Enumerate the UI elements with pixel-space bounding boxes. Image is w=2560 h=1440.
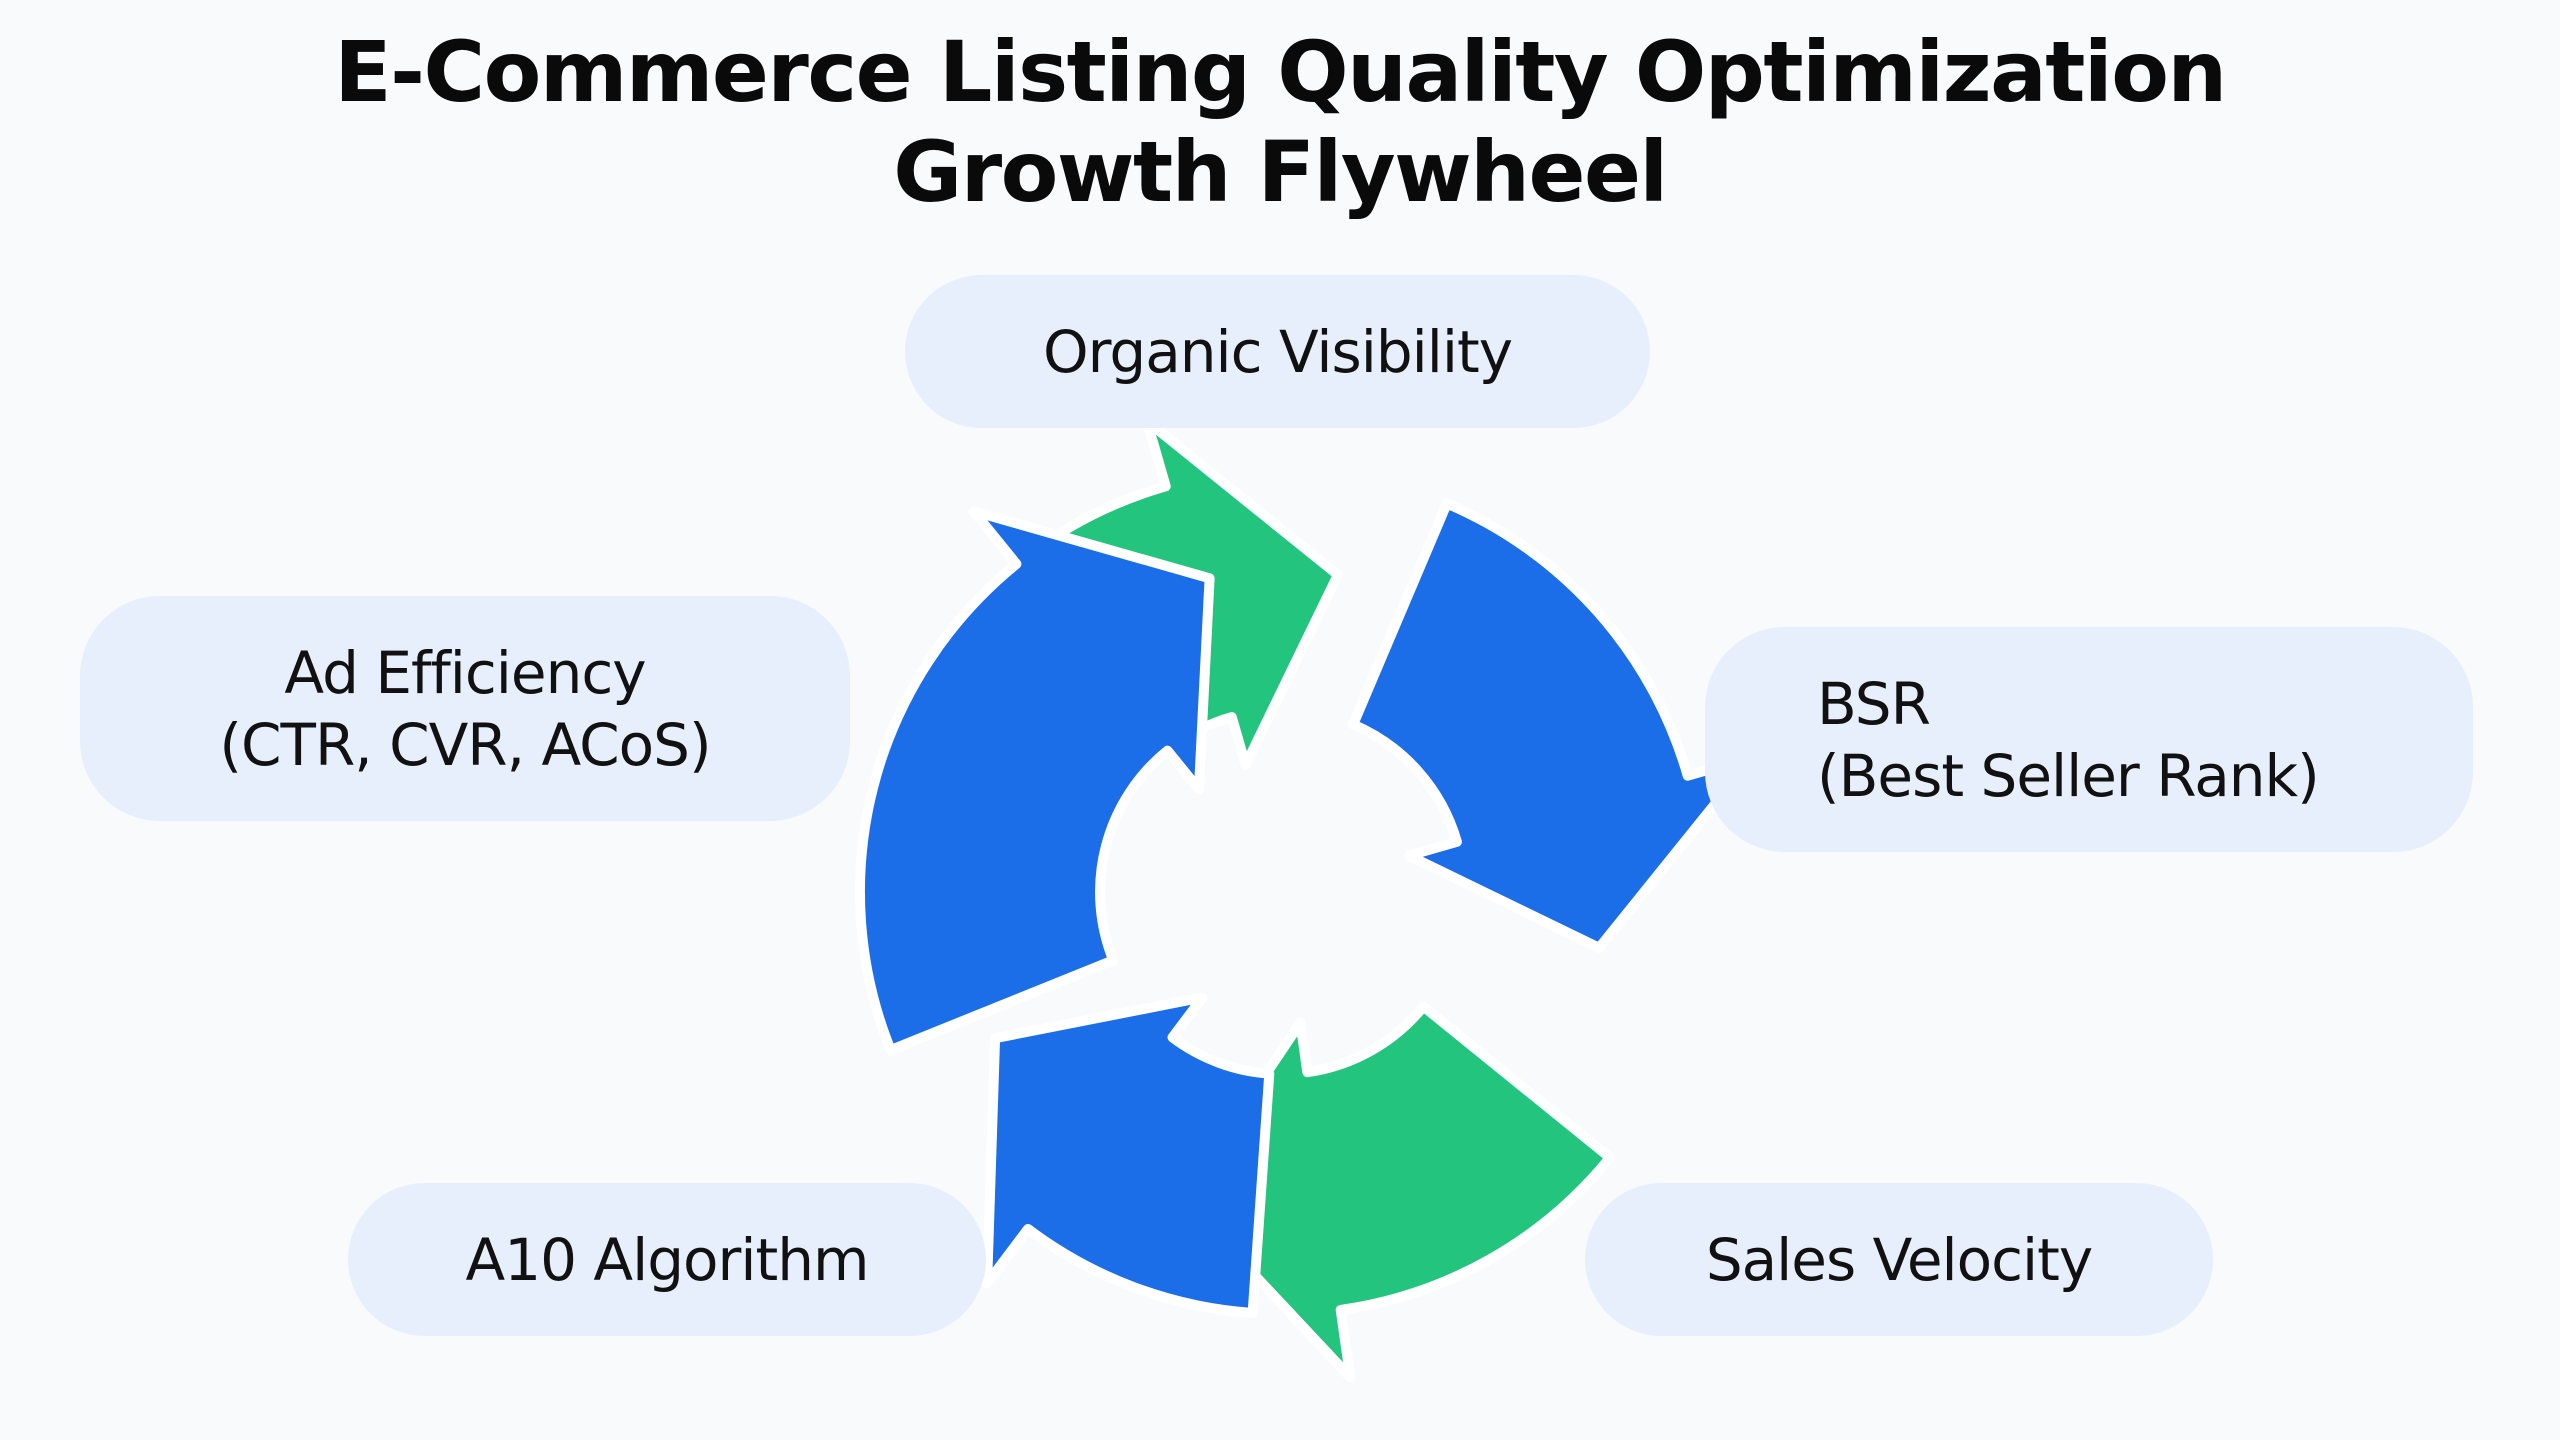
arrow-blue-left [982,992,1275,1318]
node-organic-visibility: Organic Visibility [905,275,1650,428]
node-bsr: BSR (Best Seller Rank) [1705,627,2473,852]
diagram-title-line-1: E-Commerce Listing Quality Optimization [334,23,2227,121]
node-organic-visibility-label: Organic Visibility [1042,317,1513,386]
arrow-blue-right [1348,498,1758,953]
node-ad-efficiency-label-line-2: (CTR, CVR, ACoS) [219,710,711,779]
node-sales-velocity: Sales Velocity [1585,1183,2213,1336]
arrow-green-bottom [1177,1001,1615,1383]
diagram-title: E-Commerce Listing Quality Optimization … [0,22,2560,222]
node-ad-efficiency-label-line-1: Ad Efficiency [284,638,646,707]
arrow-blue-upper-left [854,506,1215,1056]
node-a10-algorithm: A10 Algorithm [348,1183,986,1336]
node-a10-algorithm-label: A10 Algorithm [465,1225,870,1294]
node-ad-efficiency: Ad Efficiency (CTR, CVR, ACoS) [80,596,850,821]
node-bsr-label-line-1: BSR [1817,669,1931,738]
node-bsr-label-line-2: (Best Seller Rank) [1817,741,2320,810]
node-sales-velocity-label: Sales Velocity [1705,1225,2093,1294]
diagram-title-line-2: Growth Flywheel [893,123,1668,221]
